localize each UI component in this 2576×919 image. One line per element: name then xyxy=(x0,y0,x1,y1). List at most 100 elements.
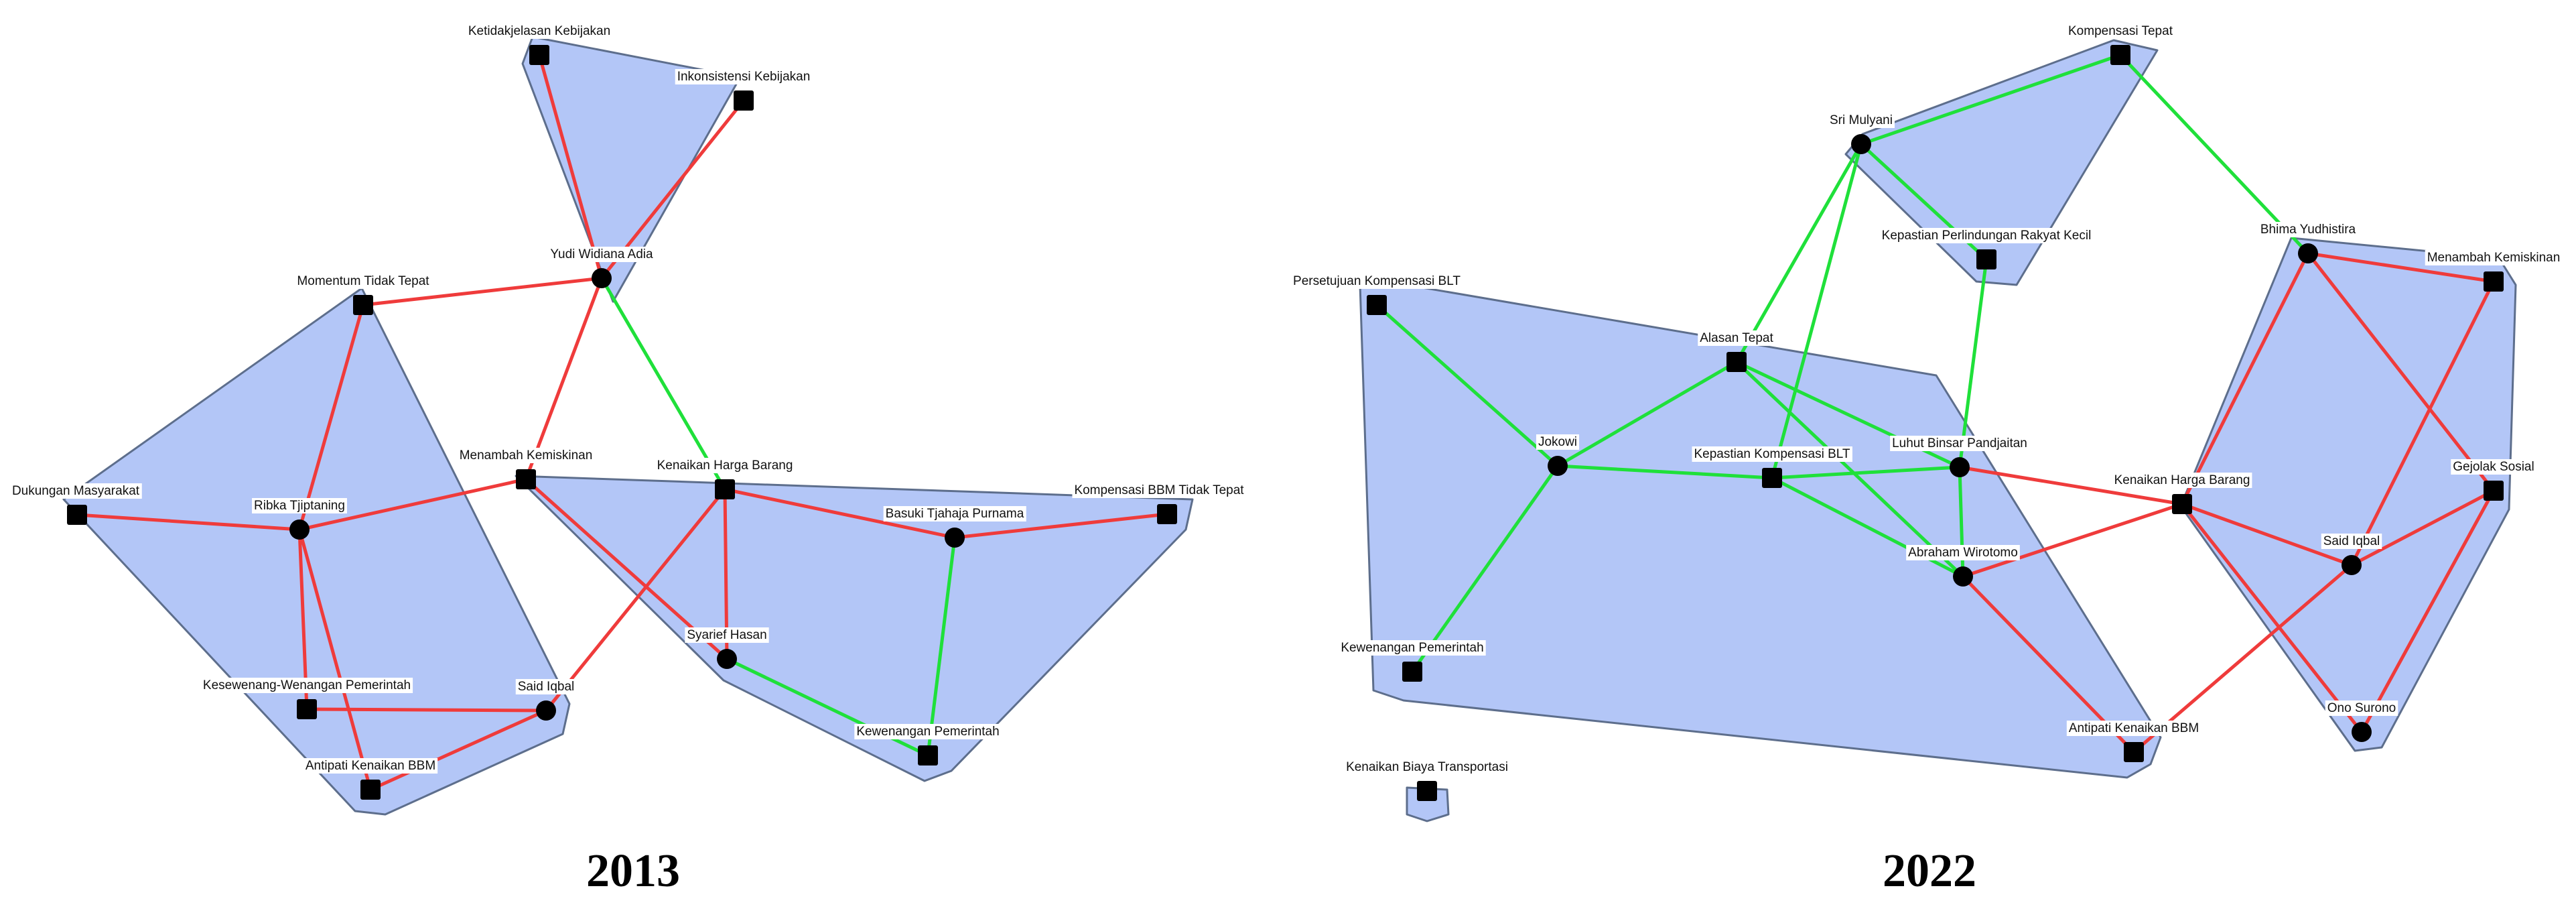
concept-node-square xyxy=(2110,45,2130,65)
node-label: Kesewenang-Wenangan Pemerintah xyxy=(203,678,411,692)
edge-2022-bhima-kenaikanHarga22 xyxy=(2180,252,2310,505)
node-label-background xyxy=(1692,446,1852,462)
concept-node-square xyxy=(1402,662,1422,682)
node-label: Kompensasi Tepat xyxy=(2068,24,2173,38)
node-label-background xyxy=(295,273,432,289)
node-label-background xyxy=(854,724,1002,739)
node-label: Alasan Tepat xyxy=(1700,331,1773,345)
edge-2022-ono-gejolak xyxy=(2360,489,2496,733)
node-label-background xyxy=(2066,23,2175,39)
node-label: Ketidakjelasan Kebijakan xyxy=(468,24,610,38)
edge-2013-ketidakjelasan-yudi xyxy=(537,54,604,279)
edge-2022-abraham-alasan xyxy=(1735,361,1964,578)
node-label-background xyxy=(1339,640,1486,656)
actor-node-circle xyxy=(1548,456,1568,476)
actor-node-circle xyxy=(717,649,737,669)
node-label-background xyxy=(2066,721,2201,736)
edge-2013-said13-kenaikanHarga13 xyxy=(545,488,726,712)
node-label-background xyxy=(1072,483,1247,498)
node-label: Kewenangan Pemerintah xyxy=(856,725,999,739)
actor-node-circle xyxy=(945,528,965,548)
concept-node-square xyxy=(2484,481,2504,501)
node-label: Ribka Tjiptaning xyxy=(254,499,345,513)
edge-2013-ribka-dukungan xyxy=(76,513,300,532)
node-label: Bhima Yudhistira xyxy=(2260,223,2356,237)
edge-2022-jokowi-alasan xyxy=(1556,360,1738,468)
edge-2022-sri-alasan xyxy=(1735,143,1863,363)
node-2022-alasan: Alasan Tepat xyxy=(1698,330,1776,372)
node-2013-syarief: Syarief Hasan xyxy=(685,627,769,669)
node-label: Kewenangan Pemerintah xyxy=(1341,641,1483,655)
node-label: Ono Surono xyxy=(2327,701,2396,715)
node-label-background xyxy=(1906,545,2020,560)
edge-2013-said13-antipati13 xyxy=(369,709,547,792)
edge-2013-yudi-menambah13 xyxy=(524,278,604,480)
node-label-background xyxy=(2451,459,2536,475)
node-2013-kompensasiBBM: Kompensasi BBM Tidak Tepat xyxy=(1072,483,1247,524)
edge-2013-ribka-antipati13 xyxy=(297,529,372,790)
node-label-background xyxy=(548,247,656,262)
concept-node-square xyxy=(67,505,87,525)
concept-node-square xyxy=(1976,249,1996,269)
node-label-background xyxy=(1698,330,1776,346)
node-label: Said Iqbal xyxy=(518,680,575,694)
edge-2013-basuki-kenaikanHarga13 xyxy=(724,487,955,540)
node-2013-kewenangan13: Kewenangan Pemerintah xyxy=(854,724,1002,765)
cluster-2022-kompensasi xyxy=(1844,39,2159,286)
edge-2013-yudi-kenaikanHarga13 xyxy=(600,277,727,491)
actor-node-circle xyxy=(2342,555,2362,575)
node-2013-menambah13: Menambah Kemiskinan xyxy=(457,448,595,489)
node-label-background xyxy=(2258,222,2358,237)
edge-2022-sri-kompensasiTepat xyxy=(1860,53,2121,146)
node-label: Yudi Widiana Adia xyxy=(550,247,653,261)
node-label-background xyxy=(2425,250,2563,265)
node-label: Basuki Tjahaja Purnama xyxy=(886,507,1024,521)
node-2022-kenaikanBiaya: Kenaikan Biaya Transportasi xyxy=(1344,759,1510,801)
node-label-background xyxy=(1536,434,1580,450)
node-label: Persetujuan Kompensasi BLT xyxy=(1293,274,1461,288)
node-label: Kepastian Perlindungan Rakyat Kecil xyxy=(1882,229,2092,243)
actor-node-circle xyxy=(1953,566,1973,587)
actor-node-circle xyxy=(2298,243,2318,263)
concept-node-square xyxy=(918,745,938,765)
node-2013-antipati13: Antipati Kenaikan BBM xyxy=(303,758,438,800)
edge-2022-said22-gejolak xyxy=(2350,489,2495,567)
node-2013-ketidakjelasan: Ketidakjelasan Kebijakan xyxy=(466,23,613,65)
node-label: Dukungan Masyarakat xyxy=(12,484,140,498)
node-label: Menambah Kemiskinan xyxy=(460,448,593,463)
concept-node-square xyxy=(1157,504,1177,524)
edge-2022-ono-kenaikanHarga22 xyxy=(2181,503,2363,733)
concept-node-square xyxy=(360,780,381,800)
node-2022-ono: Ono Surono xyxy=(2325,700,2398,742)
concept-node-square xyxy=(1367,295,1387,315)
edge-2022-said22-menambah22 xyxy=(2350,280,2496,566)
concept-node-square xyxy=(734,90,754,111)
node-2022-bhima: Bhima Yudhistira xyxy=(2258,222,2358,263)
node-label: Kompensasi BBM Tidak Tepat xyxy=(1074,483,1244,497)
concept-node-square xyxy=(516,469,536,489)
node-2013-yudi: Yudi Widiana Adia xyxy=(548,247,656,288)
node-label-background xyxy=(1828,113,1895,128)
node-label-background xyxy=(685,627,769,643)
cluster-2022-ekonomi xyxy=(2179,237,2517,752)
node-label: Kepastian Kompensasi BLT xyxy=(1694,447,1850,461)
node-label-background xyxy=(200,678,413,693)
concept-node-square xyxy=(715,479,735,499)
node-label: Abraham Wirotomo xyxy=(1908,546,2018,560)
node-2022-luhut: Luhut Binsar Pandjaitan xyxy=(1890,436,2029,477)
node-label: Kenaikan Harga Barang xyxy=(657,458,793,473)
node-2013-said13: Said Iqbal xyxy=(515,679,577,721)
edge-2013-basuki-kompensasiBBM xyxy=(954,512,1168,540)
node-label-background xyxy=(457,448,595,463)
edge-2022-jokowi-persetujuan xyxy=(1375,304,1559,467)
cluster-2022-blt xyxy=(1359,280,2162,779)
edge-2022-abraham-kenaikanHarga22 xyxy=(1962,502,2183,578)
concept-node-square xyxy=(297,699,317,719)
node-label-background xyxy=(9,483,142,499)
node-label-background xyxy=(2112,473,2252,488)
node-2022-persetujuan: Persetujuan Kompensasi BLT xyxy=(1291,273,1463,315)
node-label: Antipati Kenaikan BBM xyxy=(306,759,435,773)
concept-node-square xyxy=(2172,494,2192,514)
node-2013-inkonsistensi: Inkonsistensi Kebijakan xyxy=(675,69,813,111)
cluster-2013-kenaikan xyxy=(515,475,1194,782)
